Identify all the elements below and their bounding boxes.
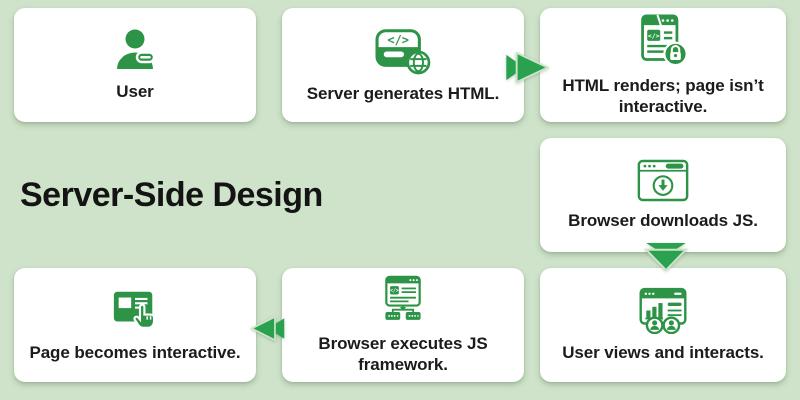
dashboard-users-icon [637,287,689,334]
svg-text:</>: </> [390,288,399,294]
card-user-label: User [116,82,154,102]
card-html-renders: </> HTML renders; page isn’t interactive… [540,8,786,122]
card-user-views-interacts-label: User views and interacts. [562,342,764,362]
card-user: User [14,8,256,122]
arrow-down-icon [644,243,688,271]
svg-text:</>: </> [648,32,660,40]
card-page-becomes-interactive: Page becomes interactive. [14,268,256,382]
svg-text:</>: </> [387,33,409,47]
card-browser-downloads-js-label: Browser downloads JS. [568,210,758,230]
diagram-title: Server-Side Design [20,176,323,214]
server-globe-icon: </> [374,25,432,75]
card-browser-executes-js-label: Browser executes JS framework. [318,333,488,374]
card-browser-downloads-js: Browser downloads JS. [540,138,786,252]
arrow-left-icon [250,316,286,341]
user-icon [112,27,158,73]
card-server-generates-html-label: Server generates HTML. [306,84,500,104]
browser-download-icon [637,159,689,202]
browser-code-nodes-icon: </> [377,275,429,325]
html-document-lock-icon: </> [637,13,689,67]
page-click-hand-icon [110,286,160,334]
arrow-right-icon [505,52,549,83]
card-browser-executes-js: </> Browser executes JS framework. [282,268,524,382]
card-page-becomes-interactive-label: Page becomes interactive. [29,343,241,363]
card-server-generates-html: </> Server generates HTML. [282,8,524,122]
card-user-views-interacts: User views and interacts. [540,268,786,382]
card-html-renders-label: HTML renders; page isn’t interactive. [562,75,764,116]
